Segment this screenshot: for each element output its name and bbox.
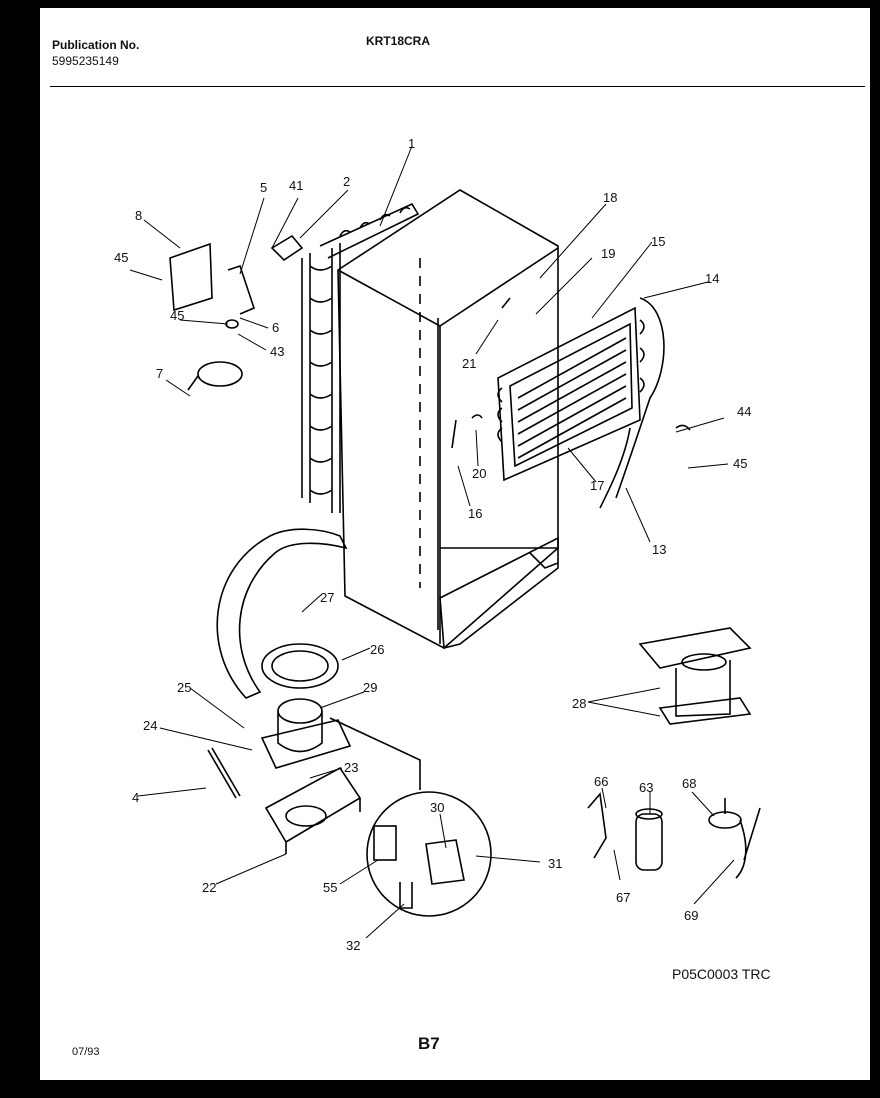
callout-label: 67	[616, 890, 630, 905]
callout-label: 14	[705, 271, 719, 286]
callout-label: 63	[639, 780, 653, 795]
callout-label: 6	[272, 320, 279, 335]
callout-label: 27	[320, 590, 334, 605]
callout-label: 15	[651, 234, 665, 249]
callout-label: 2	[343, 174, 350, 189]
callout-label: 41	[289, 178, 303, 193]
callout-label: 69	[684, 908, 698, 923]
callout-label: 23	[344, 760, 358, 775]
publication-number: 5995235149	[52, 54, 119, 68]
callout-label: 66	[594, 774, 608, 789]
callout-label: 13	[652, 542, 666, 557]
heater-drawing	[207, 747, 241, 799]
callout-label: 68	[682, 776, 696, 791]
callout-label: 16	[468, 506, 482, 521]
page-number: B7	[418, 1034, 440, 1053]
callout-label: 24	[143, 718, 157, 733]
callout-label: 5	[260, 180, 267, 195]
callout-label: 30	[430, 800, 444, 815]
revision-date: 07/93	[72, 1046, 100, 1058]
detail-circle-drawing	[329, 717, 492, 917]
callout-label: 44	[737, 404, 751, 419]
compressor-drawing	[260, 643, 362, 854]
callout-label: 26	[370, 642, 384, 657]
callout-label: 4	[132, 790, 139, 805]
callout-label: 28	[572, 696, 586, 711]
parts-diagram-sheet: Publication No. 5995235149 KRT18CRA	[40, 8, 870, 1080]
callout-label: 22	[202, 880, 216, 895]
callout-label: 18	[603, 190, 617, 205]
evaporator-drawing	[497, 297, 665, 509]
callout-labels: 1 2 41 5 8 45 6 45 43 7 18 19 15 14 21 4…	[114, 136, 751, 953]
callout-label: 20	[472, 466, 486, 481]
drain-tube-drawing	[216, 528, 348, 699]
callout-label: 31	[548, 856, 562, 871]
callout-label: 8	[135, 208, 142, 223]
start-components-drawing	[587, 792, 761, 879]
callout-label: 45	[733, 456, 747, 471]
callout-label: 21	[462, 356, 476, 371]
publication-label: Publication No.	[52, 38, 140, 52]
callout-label: 45	[170, 308, 184, 323]
callout-label: 55	[323, 880, 337, 895]
condenser-coil-drawing	[301, 202, 420, 513]
callout-label: 29	[363, 680, 377, 695]
small-parts-drawing	[169, 234, 691, 449]
cabinet-drawing	[337, 189, 559, 650]
callout-label: 17	[590, 478, 604, 493]
callout-label: 43	[270, 344, 284, 359]
diagram-code: P05C0003 TRC	[672, 966, 771, 982]
model-number: KRT18CRA	[366, 34, 431, 48]
callout-label: 45	[114, 250, 128, 265]
header-divider	[50, 86, 865, 87]
callout-label: 1	[408, 136, 415, 151]
leader-lines	[129, 145, 735, 939]
callout-label: 25	[177, 680, 191, 695]
callout-label: 19	[601, 246, 615, 261]
exploded-parts-diagram: 1 2 41 5 8 45 6 45 43 7 18 19 15 14 21 4…	[114, 136, 761, 953]
callout-label: 32	[346, 938, 360, 953]
callout-label: 7	[156, 366, 163, 381]
compressor-mount-drawing	[638, 627, 752, 725]
